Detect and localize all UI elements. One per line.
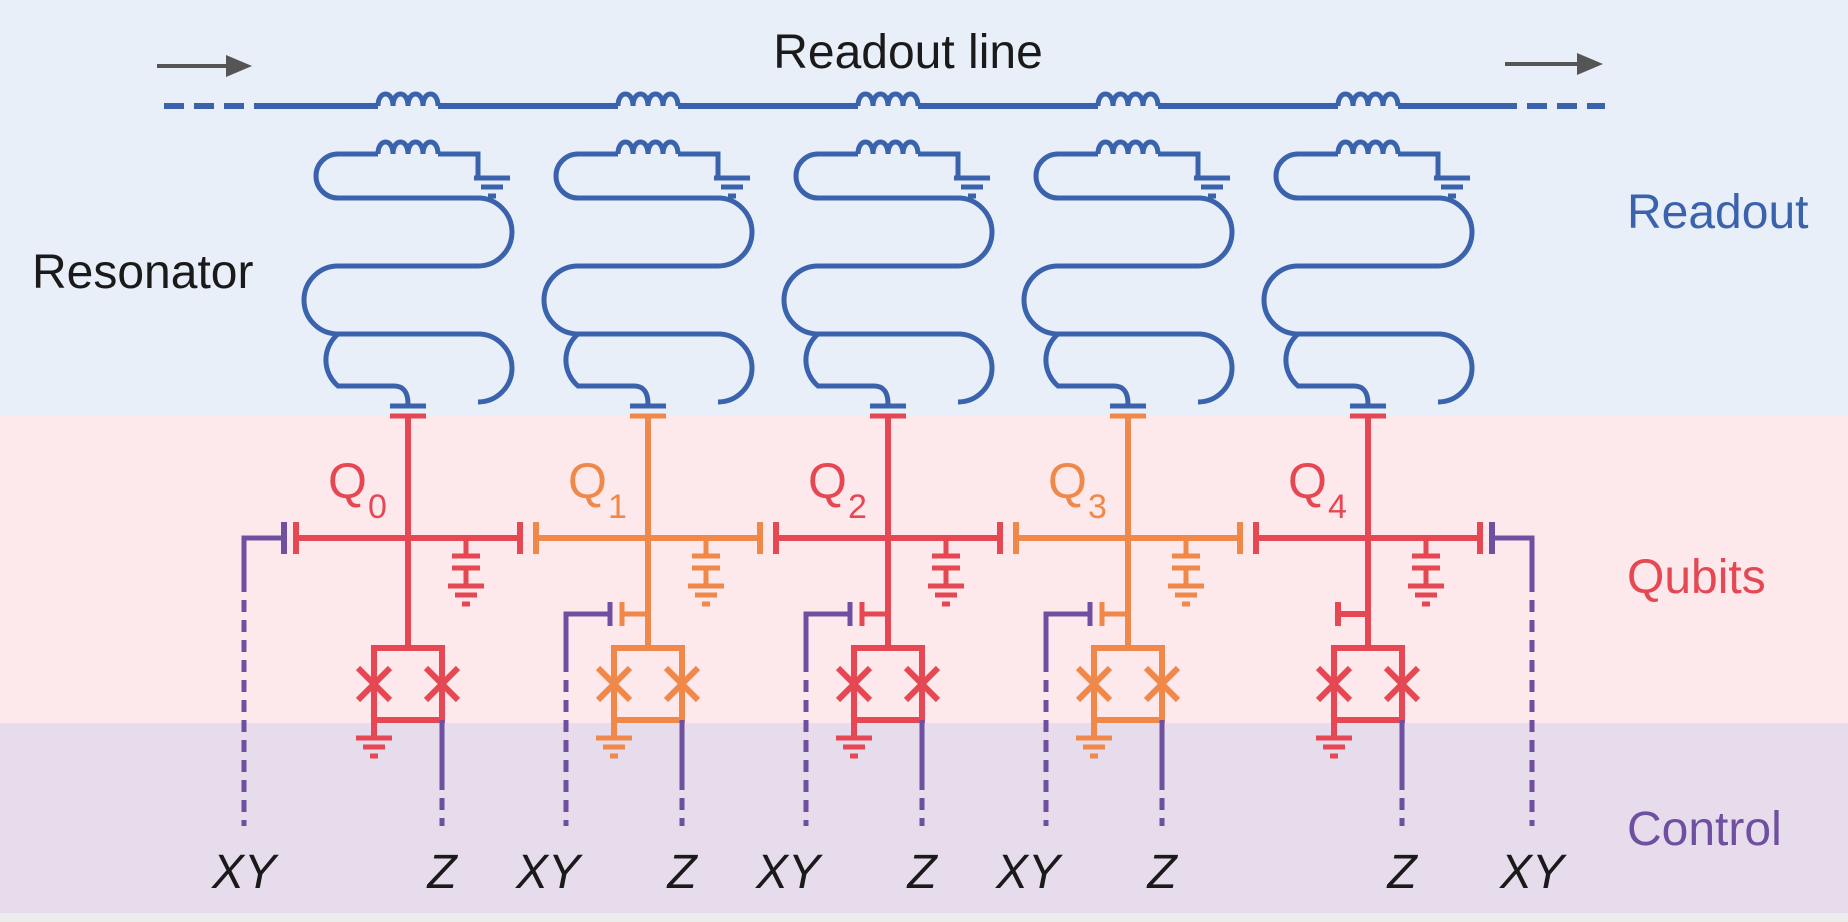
feedline-inductor-icon [1335, 91, 1401, 107]
resonator-tail [1283, 332, 1371, 405]
resonator-inductor-icon [1335, 139, 1401, 155]
ground-icon [1076, 735, 1112, 759]
resonator-inductor-icon [615, 139, 681, 155]
readout-line-label: Readout line [773, 26, 1043, 79]
resonator-ground-lead [678, 151, 721, 176]
resonator-meander [1261, 151, 1475, 405]
qubit-subscript: 4 [1328, 488, 1347, 526]
resonator-inductor-icon [1095, 139, 1161, 155]
ground-icon [1316, 735, 1352, 759]
ground-icon [1408, 583, 1444, 607]
ground-icon [836, 735, 872, 759]
outer-xy-line: XY [1489, 522, 1567, 899]
resonator-meander [301, 151, 515, 405]
qubit-label: Q [808, 453, 847, 509]
z-line-label: Z [426, 846, 458, 899]
qubit-subscript: 3 [1088, 488, 1107, 526]
readout-band [0, 0, 1848, 415]
bottom-strip [0, 913, 1848, 922]
resonator-tail [563, 332, 651, 405]
ground-icon [1434, 175, 1470, 199]
xy-line-label: XY [1499, 846, 1567, 899]
ground-icon [1194, 175, 1230, 199]
resonator-ground-lead [438, 151, 481, 176]
arrow-icon-right [1505, 53, 1603, 75]
z-line-label: Z [906, 846, 938, 899]
resonator-ground-lead [1158, 151, 1201, 176]
resonator-ground-lead [918, 151, 961, 176]
section-label-control: Control [1627, 803, 1782, 856]
xy-line [1492, 535, 1535, 580]
qubit-label: Q [1288, 453, 1327, 509]
qubit-subscript: 2 [848, 488, 867, 526]
z-line-label: Z [1146, 846, 1178, 899]
ground-icon [448, 583, 484, 607]
ground-icon [928, 583, 964, 607]
resonator-ground-lead [1398, 151, 1441, 176]
resonator-meander [781, 151, 995, 405]
resonator-label: Resonator [32, 246, 253, 299]
resonator-tail [803, 332, 891, 405]
xy-line-label: XY [995, 846, 1063, 899]
xy-line-label: XY [211, 846, 279, 899]
feedline-inductor-icon [615, 91, 681, 107]
qubit-subscript: 0 [368, 488, 387, 526]
ground-icon [596, 735, 632, 759]
qubit-subscript: 1 [608, 488, 627, 526]
ground-icon [1168, 583, 1204, 607]
outer-xy-line: XY [211, 522, 287, 899]
qubit-label: Q [328, 453, 367, 509]
xy-line-label: XY [515, 846, 583, 899]
z-line-label: Z [1386, 846, 1418, 899]
resonator-tail [323, 332, 411, 405]
qubit-label: Q [1048, 453, 1087, 509]
xy-line [1043, 611, 1090, 660]
ground-icon [954, 175, 990, 199]
xy-line [803, 611, 850, 660]
resonator-inductor-icon [855, 139, 921, 155]
feedline-inductor-icon [375, 91, 441, 107]
ground-icon [356, 735, 392, 759]
resonator-meander [1021, 151, 1235, 405]
ground-icon [688, 583, 724, 607]
ground-icon [714, 175, 750, 199]
feedline-inductor-icon [855, 91, 921, 107]
xy-line [241, 535, 284, 580]
section-label-qubits: Qubits [1627, 551, 1766, 604]
resonator-tail [1043, 332, 1131, 405]
section-label-readout: Readout [1627, 186, 1808, 239]
arrow-icon-left [157, 55, 252, 77]
xy-line-label: XY [755, 846, 823, 899]
z-line-label: Z [666, 846, 698, 899]
xy-line [563, 611, 610, 660]
ground-icon [474, 175, 510, 199]
qubit-label: Q [568, 453, 607, 509]
resonator-inductor-icon [375, 139, 441, 155]
resonator-meander [541, 151, 755, 405]
feedline-inductor-icon [1095, 91, 1161, 107]
